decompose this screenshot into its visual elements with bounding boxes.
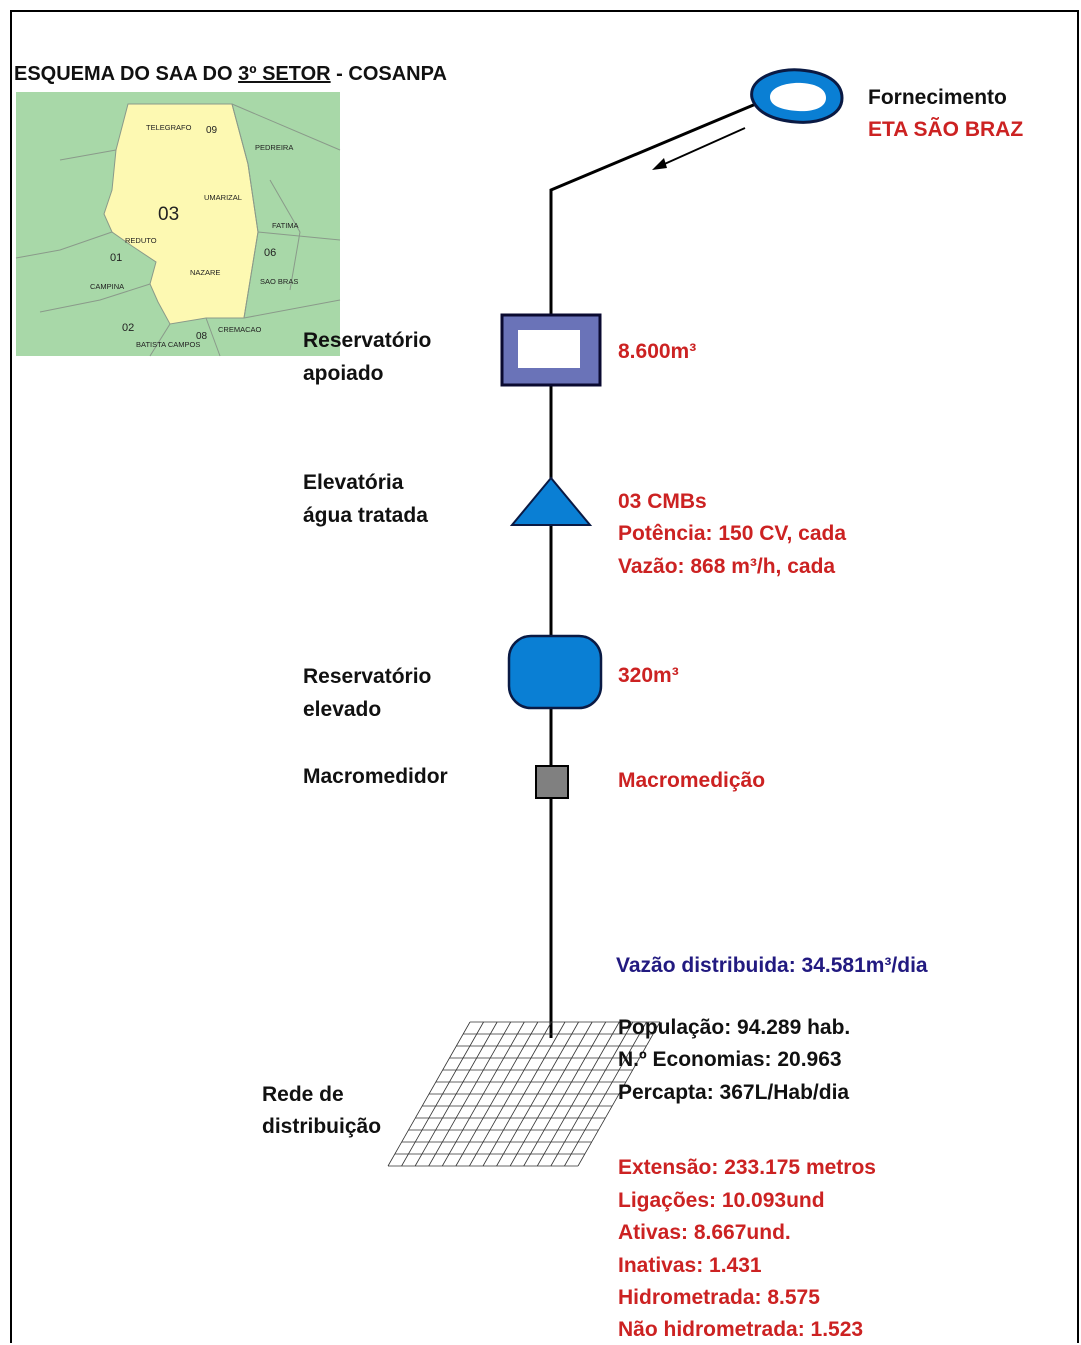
network-stat-population: População: 94.289 hab. [618,1016,851,1039]
network-stat-active: Ativas: 8.667und. [618,1221,791,1244]
grid-col-line [414,1021,498,1167]
pump-station-label-2: água tratada [303,504,428,527]
map-label-08: 08 [196,331,208,342]
pump-station-value-3: Vazão: 868 m³/h, cada [618,555,836,578]
map-labels: TELEGRAFO 09 PEDREIRA UMARIZAL 03 FATIMA… [90,123,299,349]
flow-arrow [652,127,746,170]
source-label: Fornecimento [868,86,1007,109]
grid-col-line [401,1021,484,1167]
map-label-fatima: FATIMA [272,221,299,230]
macro-meter-value: Macromedição [618,769,766,792]
grid-col-line [536,1021,620,1167]
grid-col-line [564,1021,647,1167]
map-roads [15,103,341,357]
network-stat-per-capita: Percapta: 367L/Hab/dia [618,1081,850,1104]
title-suffix: - COSANPA [330,63,447,85]
map-label-03: 03 [158,204,179,225]
map-label-09: 09 [206,125,218,136]
pump-station-value-1: 03 CMBs [618,490,707,513]
network-stat-inactive: Inativas: 1.431 [618,1254,762,1277]
map-label-batista-campos: BATISTA CAMPOS [136,340,200,349]
network-label-1: Rede de [262,1083,344,1106]
grid-col-line [496,1021,579,1167]
pump-station-label-1: Elevatória [303,471,404,494]
network-stat-connections: Ligações: 10.093und [618,1189,825,1212]
map-label-01: 01 [110,252,122,264]
diagram-frame [10,10,1079,1343]
map-label-sao-bras: SAO BRAS [260,277,298,286]
reservoir-supported-value: 8.600m³ [618,340,697,363]
network-stat-extension: Extensão: 233.175 metros [618,1156,876,1179]
pump-station-icon [509,476,593,526]
map-label-telegrafo: TELEGRAFO [146,123,192,132]
grid-col-line [550,1021,634,1167]
network-stat-economies: N.º Economias: 20.963 [618,1048,842,1071]
source-lake-icon [750,68,844,124]
pump-station-value-2: Potência: 150 CV, cada [618,522,847,545]
macro-meter-icon [535,765,569,799]
grid-col-line [455,1021,539,1167]
grid-col-line [509,1021,593,1167]
network-stat-metered: Hidrometrada: 8.575 [618,1286,820,1309]
map-label-02: 02 [122,322,134,334]
map-label-nazare: NAZARE [190,268,220,277]
reservoir-supported-label-2: apoiado [303,362,384,385]
page-title: ESQUEMA DO SAA DO 3º SETOR - COSANPA [14,62,447,86]
distribution-grid-icon [387,1021,661,1167]
grid-col-line [523,1021,607,1167]
map-label-06: 06 [264,247,276,259]
grid-col-line [387,1021,471,1167]
pipeline [549,96,771,1038]
network-label-2: distribuição [262,1115,382,1138]
map-label-umarizal: UMARIZAL [204,193,242,202]
reservoir-supported-label-1: Reservatório [303,329,432,352]
title-prefix: ESQUEMA DO SAA DO [14,63,239,85]
reservoir-supported-icon [500,313,602,387]
sector-map: TELEGRAFO 09 PEDREIRA UMARIZAL 03 FATIMA… [15,92,341,357]
grid-col-line [482,1021,566,1167]
map-label-pedreira: PEDREIRA [255,143,293,152]
main-pipe [549,96,771,1038]
macro-meter-label: Macromedidor [303,765,448,788]
elevated-reservoir-icon [507,634,603,710]
network-stat-unmetered: Não hidrometrada: 1.523 [618,1318,864,1341]
title-sector: 3º SETOR [238,63,331,85]
grid-col-line [441,1021,525,1167]
reservoir-elevated-label-2: elevado [303,698,382,721]
grid-col-line [428,1021,512,1167]
distributed-flow: Vazão distribuida: 34.581m³/dia [616,954,928,977]
source-name: ETA SÃO BRAZ [868,118,1024,141]
map-label-cremacao: CREMACAO [218,325,262,334]
grid-col-line [577,1021,661,1167]
reservoir-elevated-label-1: Reservatório [303,665,432,688]
grid-col-line [469,1021,552,1167]
reservoir-elevated-value: 320m³ [618,664,679,687]
map-label-campina: CAMPINA [90,282,124,291]
map-label-reduto: REDUTO [125,236,157,245]
